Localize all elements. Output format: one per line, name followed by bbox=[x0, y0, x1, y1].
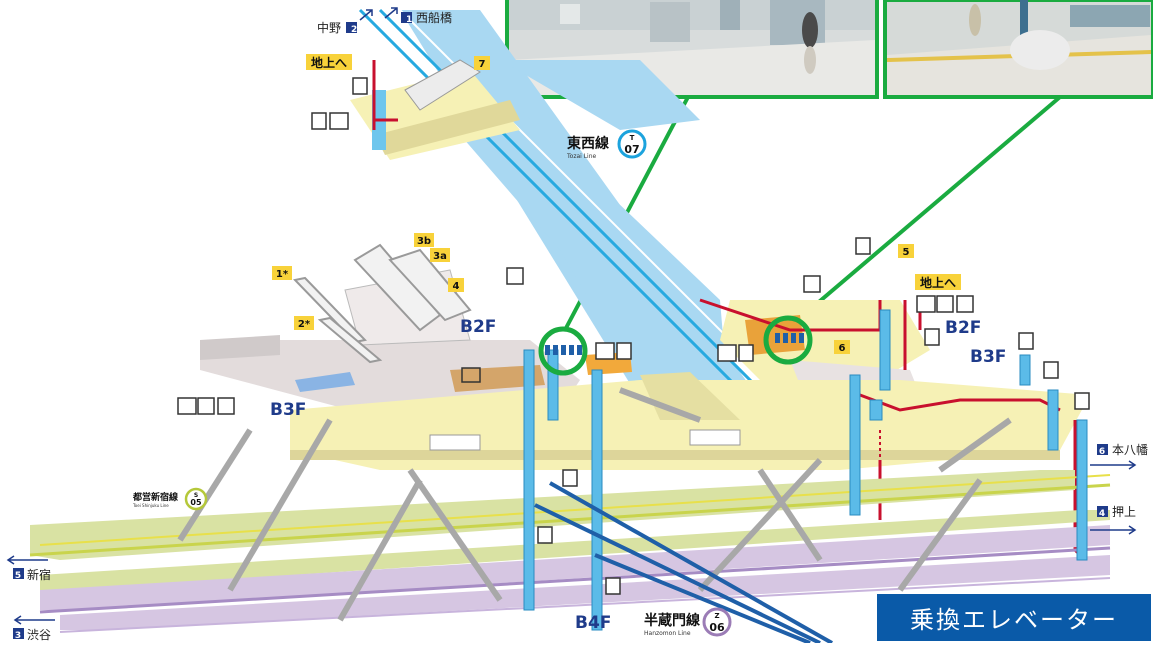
exit-3b: 3b bbox=[417, 236, 431, 247]
direction-num-shinjuku: 5 bbox=[15, 571, 21, 581]
b2f-left-concourse bbox=[200, 340, 580, 410]
gate-highlight-left bbox=[538, 326, 588, 376]
elevator-shafts bbox=[523, 309, 1088, 631]
exit-2star: 2* bbox=[298, 319, 311, 330]
ticket-gates-left-icon bbox=[545, 345, 582, 355]
tozai-line-name: 東西線 bbox=[567, 135, 609, 152]
hanzomon-platform-2 bbox=[60, 555, 1110, 630]
arrow-nishifunabashi-icon bbox=[384, 7, 398, 19]
direction-num-nishifunabashi: 1 bbox=[406, 15, 412, 25]
floor-b4f: B4F bbox=[575, 613, 611, 633]
floor-b3f-right: B3F bbox=[970, 347, 1006, 367]
platform-stairs bbox=[177, 387, 1012, 622]
direction-label-shinjuku: 新宿 bbox=[27, 567, 51, 582]
direction-label-nakano: 中野 bbox=[317, 20, 341, 35]
arrow-nakano-icon bbox=[359, 9, 373, 21]
arrow-motoyawata-icon bbox=[1090, 460, 1137, 470]
hanzomon-line-letter: Z bbox=[714, 612, 719, 620]
photo-panel-left bbox=[505, 0, 879, 99]
direction-label-oshiage: 押上 bbox=[1112, 505, 1136, 519]
arrow-shinjuku-icon bbox=[6, 555, 48, 565]
hanzomon-line-name: 半蔵門線 bbox=[644, 612, 700, 629]
shinjuku-badge bbox=[184, 487, 208, 511]
direction-number-markers bbox=[13, 12, 1108, 639]
hanzomon-line-number: 06 bbox=[709, 621, 725, 634]
direction-num-nakano: 2 bbox=[351, 25, 357, 35]
floor-b3f-left: B3F bbox=[270, 400, 306, 420]
to-ground-left: 地上へ bbox=[311, 55, 347, 70]
direction-num-oshiage: 4 bbox=[1099, 509, 1105, 519]
shinjuku-line-letter: S bbox=[194, 492, 198, 499]
direction-label-shibuya: 渋谷 bbox=[27, 628, 51, 642]
exit-6: 6 bbox=[839, 343, 846, 354]
exit-7: 7 bbox=[479, 59, 486, 70]
gate-highlight-right bbox=[763, 315, 813, 365]
direction-num-motoyawata: 6 bbox=[1099, 447, 1105, 457]
arrow-shibuya-icon bbox=[13, 615, 55, 625]
facility-icons bbox=[177, 77, 1090, 595]
exit-tags bbox=[272, 54, 961, 354]
tozai-line-letter: T bbox=[630, 134, 635, 142]
tozai-badge bbox=[617, 129, 647, 159]
shinjuku-platform-2 bbox=[40, 510, 1110, 590]
direction-label-motoyawata: 本八幡 bbox=[1112, 442, 1148, 457]
transfer-elevator-label: 乗換エレベーター bbox=[875, 592, 1153, 643]
photo-panel-right bbox=[883, 0, 1153, 99]
exit-4: 4 bbox=[453, 281, 460, 292]
tozai-line-number: 07 bbox=[624, 143, 639, 156]
floor-b2f-right: B2F bbox=[945, 318, 981, 338]
shinjuku-line-romaji: Toei Shinjuku Line bbox=[132, 503, 169, 508]
hanzomon-line-romaji: Hanzomon Line bbox=[644, 630, 691, 637]
to-ground-right: 地上へ bbox=[920, 275, 956, 290]
exit-1star: 1* bbox=[276, 269, 289, 280]
hanzomon-badge bbox=[702, 607, 732, 637]
shinjuku-line-number: 05 bbox=[190, 498, 202, 507]
exit-3a: 3a bbox=[433, 251, 447, 262]
callout-lines bbox=[534, 481, 833, 645]
leader-line-right bbox=[798, 95, 1062, 320]
floor-b2f-left: B2F bbox=[460, 317, 496, 337]
exit-5: 5 bbox=[903, 247, 910, 258]
direction-num-shibuya: 3 bbox=[15, 631, 21, 641]
direction-label-nishifunabashi: 西船橋 bbox=[416, 11, 452, 25]
b3f-concourse bbox=[290, 380, 1090, 470]
shinjuku-line-name: 都営新宿線 bbox=[132, 491, 178, 503]
arrow-oshiage-icon bbox=[1090, 525, 1137, 535]
tozai-line-romaji: Tozai Line bbox=[566, 153, 597, 160]
ticket-gates-right-icon bbox=[775, 333, 804, 343]
escalators-left bbox=[293, 243, 472, 364]
hanzomon-platform-1 bbox=[40, 525, 1110, 610]
